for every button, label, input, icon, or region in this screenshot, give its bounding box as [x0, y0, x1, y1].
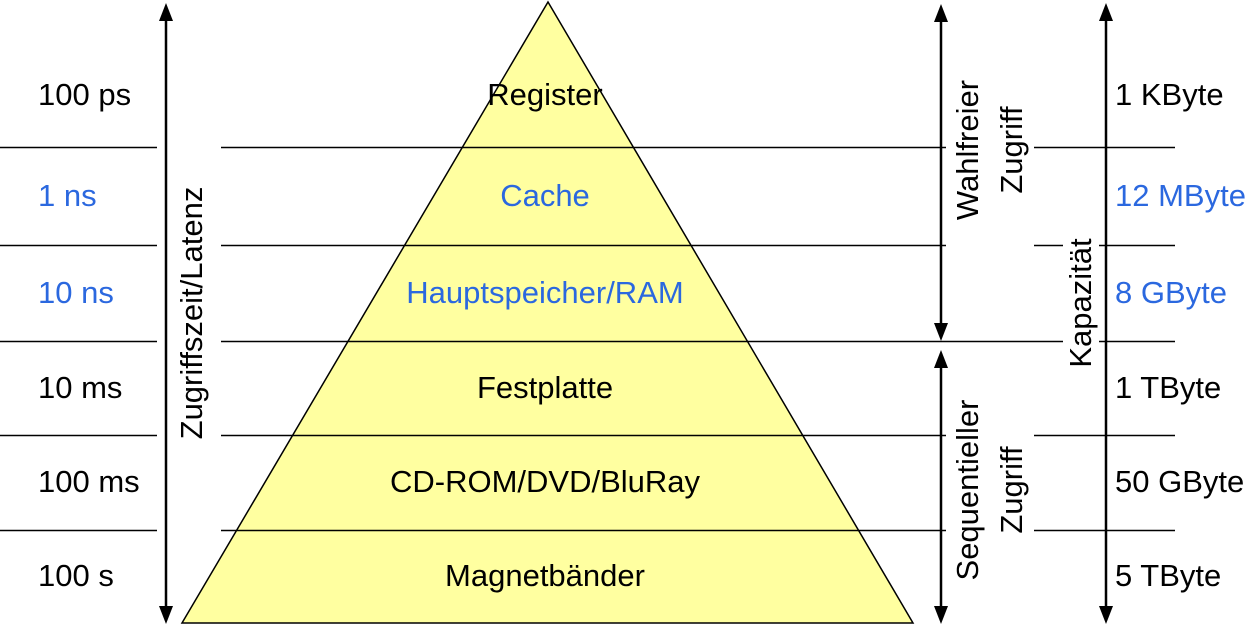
access-time-label-optical: 100 ms	[38, 464, 140, 499]
capacity-label-register: 1 KByte	[1115, 77, 1224, 112]
access-time-label-register: 100 ps	[38, 77, 132, 112]
random-access-label: Wahlfreier Zugriff	[946, 44, 1034, 256]
random-access-arrow	[934, 4, 948, 341]
capacity-axis-arrow	[1099, 3, 1113, 624]
level-label-cache: Cache	[500, 178, 590, 213]
capacity-label-optical: 50 GByte	[1115, 464, 1245, 499]
sequential-access-label-line1: Sequentieller	[950, 399, 985, 581]
capacity-label-hdd: 1 TByte	[1115, 370, 1222, 405]
access-time-label-tape: 100 s	[38, 558, 114, 593]
level-label-tape: Magnetbänder	[445, 558, 645, 593]
level-label-ram: Hauptspeicher/RAM	[406, 275, 684, 310]
level-label-hdd: Festplatte	[476, 370, 614, 405]
random-access-label-line2: Zugriff	[994, 106, 1029, 194]
latency-axis-label: Zugriffszeit/Latenz	[174, 186, 209, 440]
capacity-label-tape: 5 TByte	[1115, 558, 1222, 593]
access-time-label-ram: 10 ns	[38, 275, 114, 310]
access-time-label-cache: 1 ns	[38, 178, 97, 213]
capacity-label-cache: 12 MByte	[1115, 178, 1246, 213]
sequential-access-arrow	[934, 350, 948, 624]
capacity-label-ram: 8 GByte	[1115, 275, 1227, 310]
memory-pyramid-shape	[180, 0, 915, 624]
sequential-access-label-line2: Zugriff	[994, 446, 1029, 534]
random-access-label-line1: Wahlfreier	[950, 79, 985, 221]
access-time-label-hdd: 10 ms	[38, 370, 123, 405]
capacity-axis-label: Kapazität	[1063, 218, 1099, 388]
level-label-register: Register	[487, 77, 603, 112]
latency-axis-arrow	[159, 3, 173, 624]
sequential-access-label: Sequentieller Zugriff	[946, 384, 1034, 596]
level-label-optical: CD-ROM/DVD/BluRay	[389, 464, 701, 499]
